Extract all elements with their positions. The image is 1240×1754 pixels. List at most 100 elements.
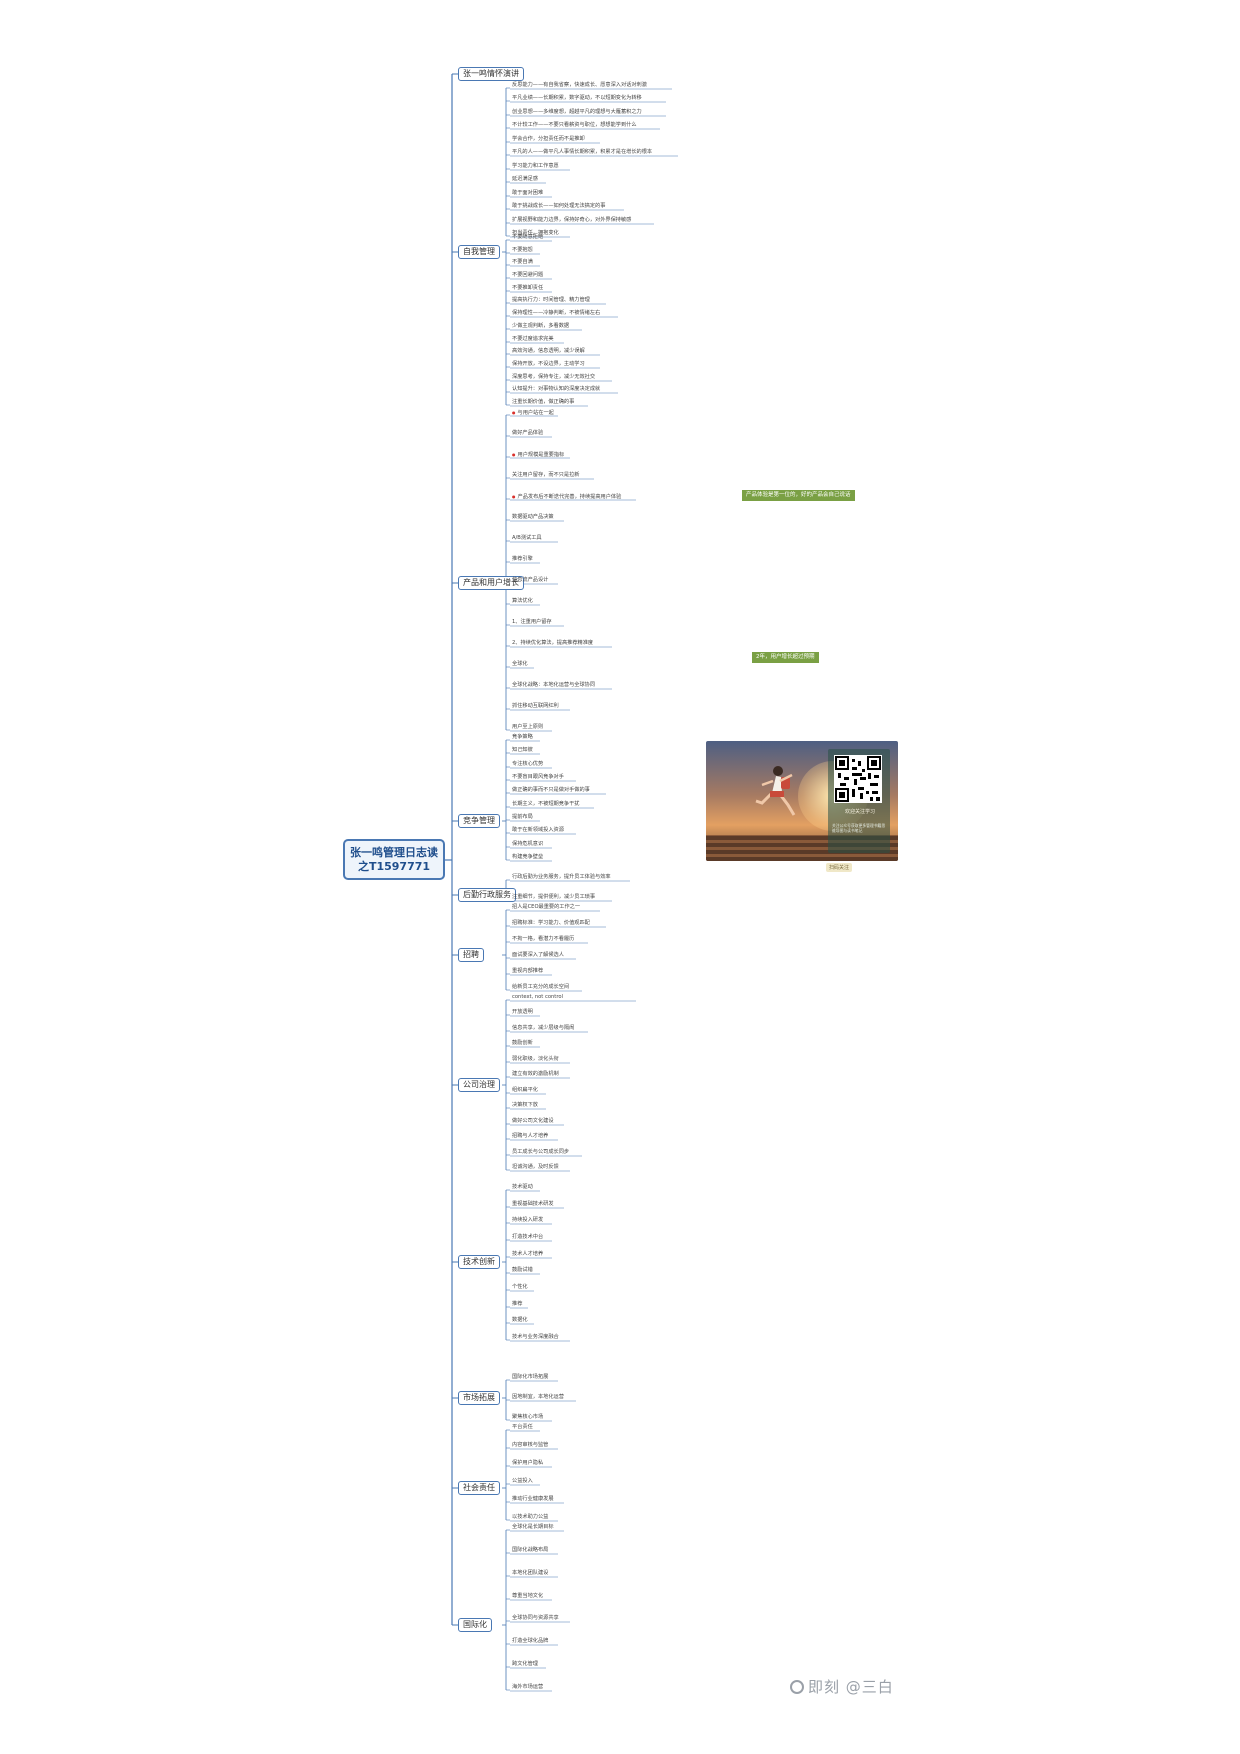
leaf-topic[interactable]: 信息流产品设计 bbox=[512, 577, 549, 583]
leaf-topic[interactable]: 算法优化 bbox=[512, 598, 533, 604]
leaf-topic[interactable]: 保护用户隐私 bbox=[512, 1460, 544, 1466]
leaf-topic[interactable]: 招聘与人才培养 bbox=[512, 1133, 549, 1139]
leaf-topic[interactable]: 面试要深入了解候选人 bbox=[512, 952, 564, 958]
leaf-topic[interactable]: 敢于在新领域投入资源 bbox=[512, 827, 564, 833]
leaf-topic[interactable]: 本地化团队建设 bbox=[512, 1570, 549, 1576]
leaf-topic[interactable]: 延迟满足感 bbox=[512, 176, 538, 182]
leaf-topic[interactable]: 不要随意拒绝 bbox=[512, 234, 544, 240]
leaf-topic[interactable]: 不要回避问题 bbox=[512, 272, 544, 278]
leaf-topic[interactable]: 推动行业健康发展 bbox=[512, 1496, 554, 1502]
leaf-topic[interactable]: A/B测试工具 bbox=[512, 535, 542, 541]
leaf-topic[interactable]: 做好产品体验 bbox=[512, 430, 544, 436]
leaf-topic[interactable]: 不要抱怨 bbox=[512, 247, 533, 253]
leaf-topic[interactable]: 与用户站在一起 bbox=[512, 409, 554, 417]
leaf-topic[interactable]: 保持理性——冷静判断，不被情绪左右 bbox=[512, 310, 601, 316]
leaf-topic[interactable]: 全球协同与资源共享 bbox=[512, 1615, 559, 1621]
branch-topic[interactable]: 招聘 bbox=[458, 948, 484, 962]
leaf-topic[interactable]: 用户规模是重要指标 bbox=[512, 451, 565, 459]
leaf-topic[interactable]: 敢于面对困难 bbox=[512, 190, 544, 196]
branch-topic[interactable]: 自我管理 bbox=[458, 245, 500, 259]
leaf-topic[interactable]: context, not control bbox=[512, 994, 563, 1000]
leaf-topic[interactable]: 竞争策略 bbox=[512, 734, 533, 740]
branch-topic[interactable]: 市场拓展 bbox=[458, 1391, 500, 1405]
leaf-topic[interactable]: 信息共享，减少层级与隔阂 bbox=[512, 1025, 575, 1031]
leaf-topic[interactable]: 员工成长与公司成长同步 bbox=[512, 1149, 570, 1155]
callout-note[interactable]: 产品体验是第一位的，好的产品会自己说话 bbox=[742, 490, 855, 501]
leaf-topic[interactable]: 平台责任 bbox=[512, 1424, 533, 1430]
branch-topic[interactable]: 产品和用户增长 bbox=[458, 576, 524, 590]
leaf-topic[interactable]: 技术人才培养 bbox=[512, 1251, 544, 1257]
leaf-topic[interactable]: 做正确的事而不只是做对手做的事 bbox=[512, 787, 590, 793]
leaf-topic[interactable]: 弱化职级，淡化头衔 bbox=[512, 1056, 559, 1062]
leaf-topic[interactable]: 鼓励试错 bbox=[512, 1267, 533, 1273]
leaf-topic[interactable]: 开放透明 bbox=[512, 1009, 533, 1015]
leaf-topic[interactable]: 注重细节，提供便利，减少员工琐事 bbox=[512, 894, 596, 900]
leaf-topic[interactable]: 坦诚沟通，及时反馈 bbox=[512, 1164, 559, 1170]
leaf-topic[interactable]: 国际化战略布局 bbox=[512, 1547, 549, 1553]
leaf-topic[interactable]: 反思能力——有自我省察，快速成长、愿意深入对话对刺激 bbox=[512, 82, 647, 88]
leaf-topic[interactable]: 2、持续优化算法，提高推荐精准度 bbox=[512, 640, 594, 646]
leaf-topic[interactable]: 认知提升：对事物认知的深度决定成就 bbox=[512, 386, 601, 392]
leaf-topic[interactable]: 数据驱动产品决策 bbox=[512, 514, 554, 520]
leaf-topic[interactable]: 扩展视野和能力边界，保持好奇心，对外界保持敏感 bbox=[512, 217, 632, 223]
root-topic[interactable]: 张一鸣管理日志读之T1597771 bbox=[343, 839, 445, 880]
leaf-topic[interactable]: 抓住移动互联网红利 bbox=[512, 703, 559, 709]
leaf-topic[interactable]: 给新员工充分的成长空间 bbox=[512, 984, 570, 990]
leaf-topic[interactable]: 打造技术中台 bbox=[512, 1234, 544, 1240]
leaf-topic[interactable]: 深度思考，保持专注，减少无效社交 bbox=[512, 374, 596, 380]
branch-topic[interactable]: 社会责任 bbox=[458, 1481, 500, 1495]
leaf-topic[interactable]: 全球化 bbox=[512, 661, 528, 667]
leaf-topic[interactable]: 专注核心优势 bbox=[512, 761, 544, 767]
leaf-topic[interactable]: 持续投入研发 bbox=[512, 1217, 544, 1223]
leaf-topic[interactable]: 打造全球化品牌 bbox=[512, 1638, 549, 1644]
leaf-topic[interactable]: 建立有效的激励机制 bbox=[512, 1071, 559, 1077]
leaf-topic[interactable]: 招人是CEO最重要的工作之一 bbox=[512, 904, 581, 910]
leaf-topic[interactable]: 尊重当地文化 bbox=[512, 1593, 544, 1599]
leaf-topic[interactable]: 招聘标准：学习能力、价值观匹配 bbox=[512, 920, 590, 926]
leaf-topic[interactable]: 国际化市场拓展 bbox=[512, 1374, 549, 1380]
leaf-topic[interactable]: 组织扁平化 bbox=[512, 1087, 538, 1093]
leaf-topic[interactable]: 个性化 bbox=[512, 1284, 528, 1290]
leaf-topic[interactable]: 提高执行力：时间管理、精力管理 bbox=[512, 297, 590, 303]
leaf-topic[interactable]: 知己知彼 bbox=[512, 747, 533, 753]
leaf-topic[interactable]: 内容审核与监管 bbox=[512, 1442, 549, 1448]
leaf-topic[interactable]: 推荐 bbox=[512, 1301, 523, 1307]
leaf-topic[interactable]: 技术驱动 bbox=[512, 1184, 533, 1190]
leaf-topic[interactable]: 鼓励创新 bbox=[512, 1040, 533, 1046]
leaf-topic[interactable]: 敢于挑战成长——如何处理无法搞定的事 bbox=[512, 203, 606, 209]
leaf-topic[interactable]: 提前布局 bbox=[512, 814, 533, 820]
leaf-topic[interactable]: 公益投入 bbox=[512, 1478, 533, 1484]
qr-code-icon[interactable] bbox=[834, 755, 882, 803]
leaf-topic[interactable]: 学会合作，分担责任而不是推卸 bbox=[512, 136, 585, 142]
leaf-topic[interactable]: 保持危机意识 bbox=[512, 841, 544, 847]
branch-topic[interactable]: 竞争管理 bbox=[458, 814, 500, 828]
leaf-topic[interactable]: 重视内部推荐 bbox=[512, 968, 544, 974]
leaf-topic[interactable]: 技术与业务深度融合 bbox=[512, 1334, 559, 1340]
branch-topic[interactable]: 技术创新 bbox=[458, 1255, 500, 1269]
leaf-topic[interactable]: 聚焦核心市场 bbox=[512, 1414, 544, 1420]
leaf-topic[interactable]: 重视基础技术研发 bbox=[512, 1201, 554, 1207]
leaf-topic[interactable]: 用户至上原则 bbox=[512, 724, 544, 730]
leaf-topic[interactable]: 1、注重用户留存 bbox=[512, 619, 552, 625]
branch-topic[interactable]: 张一鸣情怀演讲 bbox=[458, 67, 524, 81]
leaf-topic[interactable]: 学习能力和工作意愿 bbox=[512, 163, 559, 169]
leaf-topic[interactable]: 平凡的人——做平凡人事情长期积累，积累才是在增长的根本 bbox=[512, 149, 653, 155]
leaf-topic[interactable]: 产品发布后不断迭代完善，持续提高用户体验 bbox=[512, 493, 622, 501]
leaf-topic[interactable]: 跨文化管理 bbox=[512, 1661, 538, 1667]
branch-topic[interactable]: 国际化 bbox=[458, 1618, 492, 1632]
leaf-topic[interactable]: 因地制宜，本地化运营 bbox=[512, 1394, 564, 1400]
leaf-topic[interactable]: 不要盲目跟风竞争对手 bbox=[512, 774, 564, 780]
leaf-topic[interactable]: 全球化是长期目标 bbox=[512, 1524, 554, 1530]
leaf-topic[interactable]: 创业思想——多维度想，超越平凡的理想与大雁蓄积之力 bbox=[512, 109, 642, 115]
leaf-topic[interactable]: 行政后勤为业务服务，提升员工体验与效率 bbox=[512, 874, 611, 880]
leaf-topic[interactable]: 推荐引擎 bbox=[512, 556, 533, 562]
leaf-topic[interactable]: 长期主义，不被短期竞争干扰 bbox=[512, 801, 580, 807]
leaf-topic[interactable]: 不拘一格，看潜力不看履历 bbox=[512, 936, 575, 942]
leaf-topic[interactable]: 做好公司文化建设 bbox=[512, 1118, 554, 1124]
leaf-topic[interactable]: 保持开放，不设边界，主动学习 bbox=[512, 361, 585, 367]
branch-topic[interactable]: 公司治理 bbox=[458, 1078, 500, 1092]
leaf-topic[interactable]: 高效沟通，信息透明，减少误解 bbox=[512, 348, 585, 354]
branch-topic[interactable]: 后勤行政服务 bbox=[458, 888, 516, 902]
leaf-topic[interactable]: 不计较工作——不要只看薪资与职位，想想能学到什么 bbox=[512, 122, 637, 128]
leaf-topic[interactable]: 以技术助力公益 bbox=[512, 1514, 549, 1520]
